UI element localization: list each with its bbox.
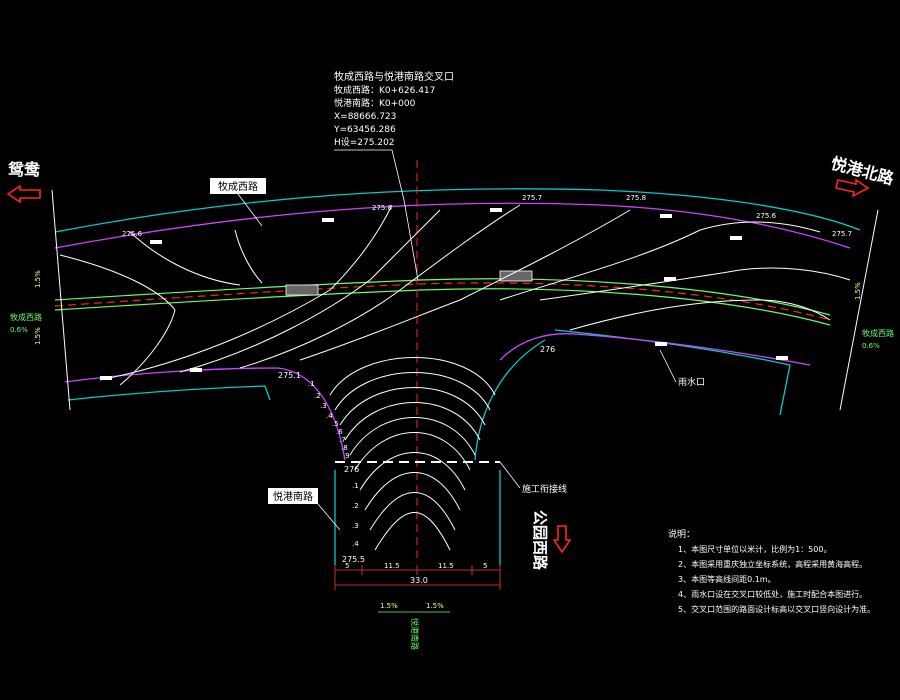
stem-tick-1: .1 (352, 482, 359, 490)
right-slope-b: 0.6% (862, 342, 880, 350)
right-direction-label: 悦港北路 (829, 154, 897, 189)
contour-arcs-stem (329, 357, 496, 551)
dim-total: 33.0 (410, 576, 428, 585)
road-edge-south-right-outer (554, 329, 791, 416)
left-boundary-line (51, 189, 71, 411)
intersection-station-1: 牧成西路：K0+626.417 (334, 84, 435, 96)
dim-3: 11.5 (438, 562, 454, 570)
south-road-return-curve (474, 339, 546, 461)
main-road-label: 牧成西路 (218, 180, 258, 193)
notes-heading: 说明： (668, 528, 695, 540)
stem-tick-3: .3 (352, 522, 359, 530)
left-tick-9: .9 (343, 452, 350, 460)
right-boundary-line (839, 209, 879, 411)
left-tick-1: .1 (308, 380, 315, 388)
elev-275-1: 275.1 (278, 371, 301, 380)
dim-4: 5 (483, 562, 487, 570)
stem-tick-2: .2 (352, 502, 359, 510)
left-tick-5: .5 (332, 420, 339, 428)
right-slope-a: 1.5% (854, 282, 862, 300)
hatch-patch-right (499, 270, 533, 282)
left-tick-8: .8 (341, 444, 348, 452)
elev-right-276: 276 (540, 345, 555, 354)
main-road-leader (237, 193, 263, 227)
left-side-road-label: 牧成西路 (10, 312, 42, 322)
south-road-label: 悦港南路 (273, 490, 313, 503)
note-1: 1、本图尺寸单位以米计，比例为1：500。 (678, 544, 831, 554)
stem-slope-right: 1.5% (426, 602, 444, 610)
stem-tick-4: .4 (352, 540, 359, 548)
left-slope-c: 1.5% (34, 327, 42, 345)
contour-value-3: 275.7 (522, 194, 542, 202)
elev-275-5: 275.5 (342, 555, 365, 564)
intersection-y: Y=63456.286 (333, 125, 396, 135)
intersection-x: X=88666.723 (334, 112, 396, 122)
road-edge-north-outer (54, 188, 861, 233)
contour-value-4: 275.8 (626, 194, 646, 202)
contour-value-6: 275.7 (832, 230, 852, 238)
stem-note: 悦港南路 (410, 618, 420, 650)
south-road-leader (317, 503, 341, 531)
left-tick-6: .6 (336, 428, 343, 436)
note-3: 3、本图等高线间距0.1m。 (678, 574, 776, 584)
left-direction-label: 鸳鸯 (8, 160, 41, 179)
intersection-station-2: 悦港南路：K0+000 (334, 97, 416, 109)
contour-value-1: 275.6 (122, 230, 143, 238)
left-tick-7: .7 (339, 436, 346, 444)
road-edge-south-right-inner (499, 333, 811, 366)
south-road-label-box (268, 488, 318, 504)
rain-inlet-label: 雨水口 (678, 376, 705, 388)
note-5: 5、交叉口范围的路面设计标高以交叉口竖向设计为准。 (678, 604, 875, 614)
right-arrow-icon (835, 178, 870, 198)
centerline-main (54, 282, 831, 321)
left-arrow-icon (6, 184, 41, 204)
dimension-lines (334, 565, 501, 590)
road-edge-south-left-outer (67, 385, 271, 401)
contour-value-5: 275.6 (756, 212, 777, 220)
left-slope-a: 1.5% (34, 270, 42, 288)
left-slope-b: 0.6% (10, 326, 28, 334)
stem-slope-left: 1.5% (380, 602, 398, 610)
left-tick-3: .3 (320, 402, 327, 410)
dim-1: 5 (345, 562, 349, 570)
road-edge-south-left-inner (64, 367, 346, 461)
intersection-h: H设=275.202 (334, 137, 395, 148)
median-band-bottom (54, 288, 831, 326)
intersection-title: 牧成西路与悦港南路交叉口 (334, 70, 454, 83)
construction-line-label: 施工衔接线 (522, 483, 567, 495)
construction-leader (499, 461, 521, 489)
elevation-marks (100, 208, 788, 380)
left-tick-4: .4 (326, 412, 333, 420)
main-road-label-box (210, 178, 266, 194)
elev-276: 276 (344, 465, 359, 474)
right-side-road-label: 牧成西路 (862, 328, 894, 338)
left-tick-2: .2 (314, 392, 321, 400)
note-4: 4、雨水口设在交叉口较低处，施工时配合本图进行。 (678, 589, 867, 599)
note-2: 2、本图采用重庆独立坐标系统，高程采用黄海高程。 (678, 559, 867, 569)
rain-inlet-leader (659, 349, 677, 383)
title-leader (334, 149, 419, 281)
contour-value-2: 275.8 (372, 204, 392, 212)
contour-lines (59, 204, 851, 386)
hatch-patch-left (285, 284, 319, 296)
median-band-top (54, 278, 831, 316)
road-edge-north-inner (54, 202, 851, 249)
bottom-direction-label: 公园西路 (531, 510, 549, 571)
dim-2: 11.5 (384, 562, 400, 570)
down-arrow-icon (552, 525, 572, 554)
